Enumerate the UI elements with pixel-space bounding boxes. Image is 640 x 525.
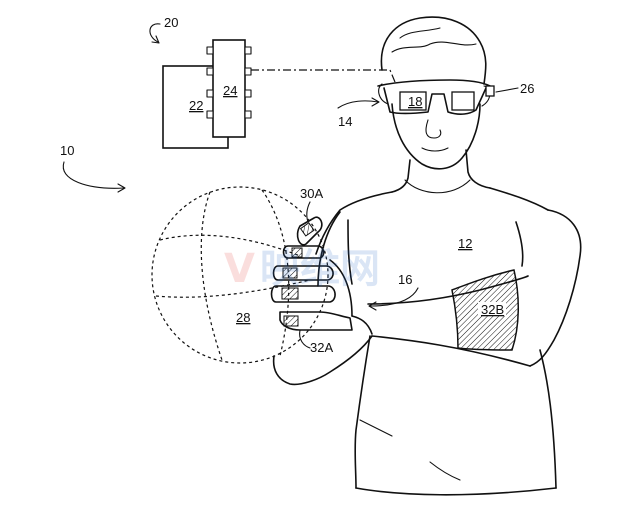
arrow-glasses: [337, 100, 379, 109]
virtual-ball: 28: [151, 186, 329, 364]
neck-left: [391, 159, 411, 193]
label-display: 18: [408, 94, 422, 109]
collar: [404, 179, 471, 194]
watermark-logo: V: [224, 246, 255, 292]
arrow-glasses-head: [371, 97, 380, 107]
shirt-hem: [355, 487, 557, 496]
shirt-left-side: [354, 335, 371, 489]
shirt-fold: [359, 419, 393, 437]
forearm-bottom: [371, 335, 531, 367]
left-upper-arm: [317, 211, 341, 287]
mouth: [421, 147, 449, 152]
left-forearm-lower: [272, 335, 373, 386]
glasses-frame-top: [377, 79, 491, 87]
right-arm-outer: [529, 209, 582, 367]
arrow-controller: [149, 23, 161, 43]
label-sensor-top: 30A: [300, 186, 323, 201]
finger-2: [272, 265, 334, 281]
thumb-sensor: [299, 222, 315, 237]
shirt-left-shoulder: [315, 191, 393, 255]
controller-unit: 24 22: [162, 39, 252, 149]
hand: [270, 216, 353, 331]
label-shirt: 12: [458, 236, 472, 251]
right-sleeve-edge: [515, 221, 524, 267]
person: [272, 16, 582, 496]
chip-pins: [206, 46, 252, 119]
left-sleeve-inner: [347, 219, 353, 285]
armband-label-bg: [478, 302, 506, 316]
watermark-text: 映维网: [260, 246, 380, 292]
display-panel-right: [451, 91, 475, 111]
arrow-system: [62, 161, 125, 189]
ball-seam-4: [261, 189, 290, 357]
thumb: [296, 216, 323, 246]
label-glasses: 14: [338, 114, 352, 129]
palm-edge: [329, 259, 353, 317]
finger-sensor: [291, 247, 303, 258]
label-camera: 26: [520, 81, 534, 96]
shirt-right-shoulder: [489, 187, 549, 211]
label-armband: 32B: [481, 302, 504, 317]
label-arm-sensor: 16: [398, 272, 412, 287]
leader-camera: [495, 87, 519, 93]
ball-outline: [151, 186, 329, 364]
arrow-arm-sensor: [369, 287, 419, 307]
arrow-arm-sensor-head: [368, 301, 377, 311]
leader-sensor-bottom: [299, 329, 311, 349]
finger-1: [282, 245, 325, 259]
label-sensor-bottom: 32A: [310, 340, 333, 355]
label-system: 10: [60, 143, 74, 158]
ball-seam-1: [159, 234, 301, 257]
left-wrist: [351, 315, 373, 335]
hairline: [391, 41, 477, 53]
camera-module: [485, 85, 495, 97]
chip-body: [212, 39, 246, 138]
label-ball: 28: [236, 310, 250, 325]
arrow-controller-head: [151, 35, 160, 44]
face-jaw: [391, 103, 481, 170]
label-chip: 24: [223, 83, 237, 98]
finger-sensor: [281, 287, 299, 300]
ball-seam-3: [200, 191, 223, 361]
arrow-system-head: [117, 183, 126, 193]
finger-4: [279, 311, 353, 331]
hair-strand: [399, 27, 441, 39]
display-panel: [399, 91, 427, 111]
head-outline: [380, 16, 487, 85]
leader-sensor-top: [306, 201, 311, 223]
finger-sensor: [282, 267, 298, 279]
wireless-link-line: [251, 69, 396, 83]
neck-right: [465, 149, 491, 189]
smart-glasses: 18: [377, 79, 495, 115]
watermark: V 映维网: [224, 246, 380, 292]
label-box: 22: [189, 98, 203, 113]
finger-3: [270, 285, 336, 303]
finger-sensor: [283, 315, 299, 327]
shirt-fold-2: [429, 461, 461, 481]
glasses-lenses: [383, 87, 487, 115]
ball-seam-2: [155, 279, 311, 298]
shirt-right-side: [539, 349, 557, 489]
label-controller: 20: [164, 15, 178, 30]
nose: [425, 119, 442, 139]
